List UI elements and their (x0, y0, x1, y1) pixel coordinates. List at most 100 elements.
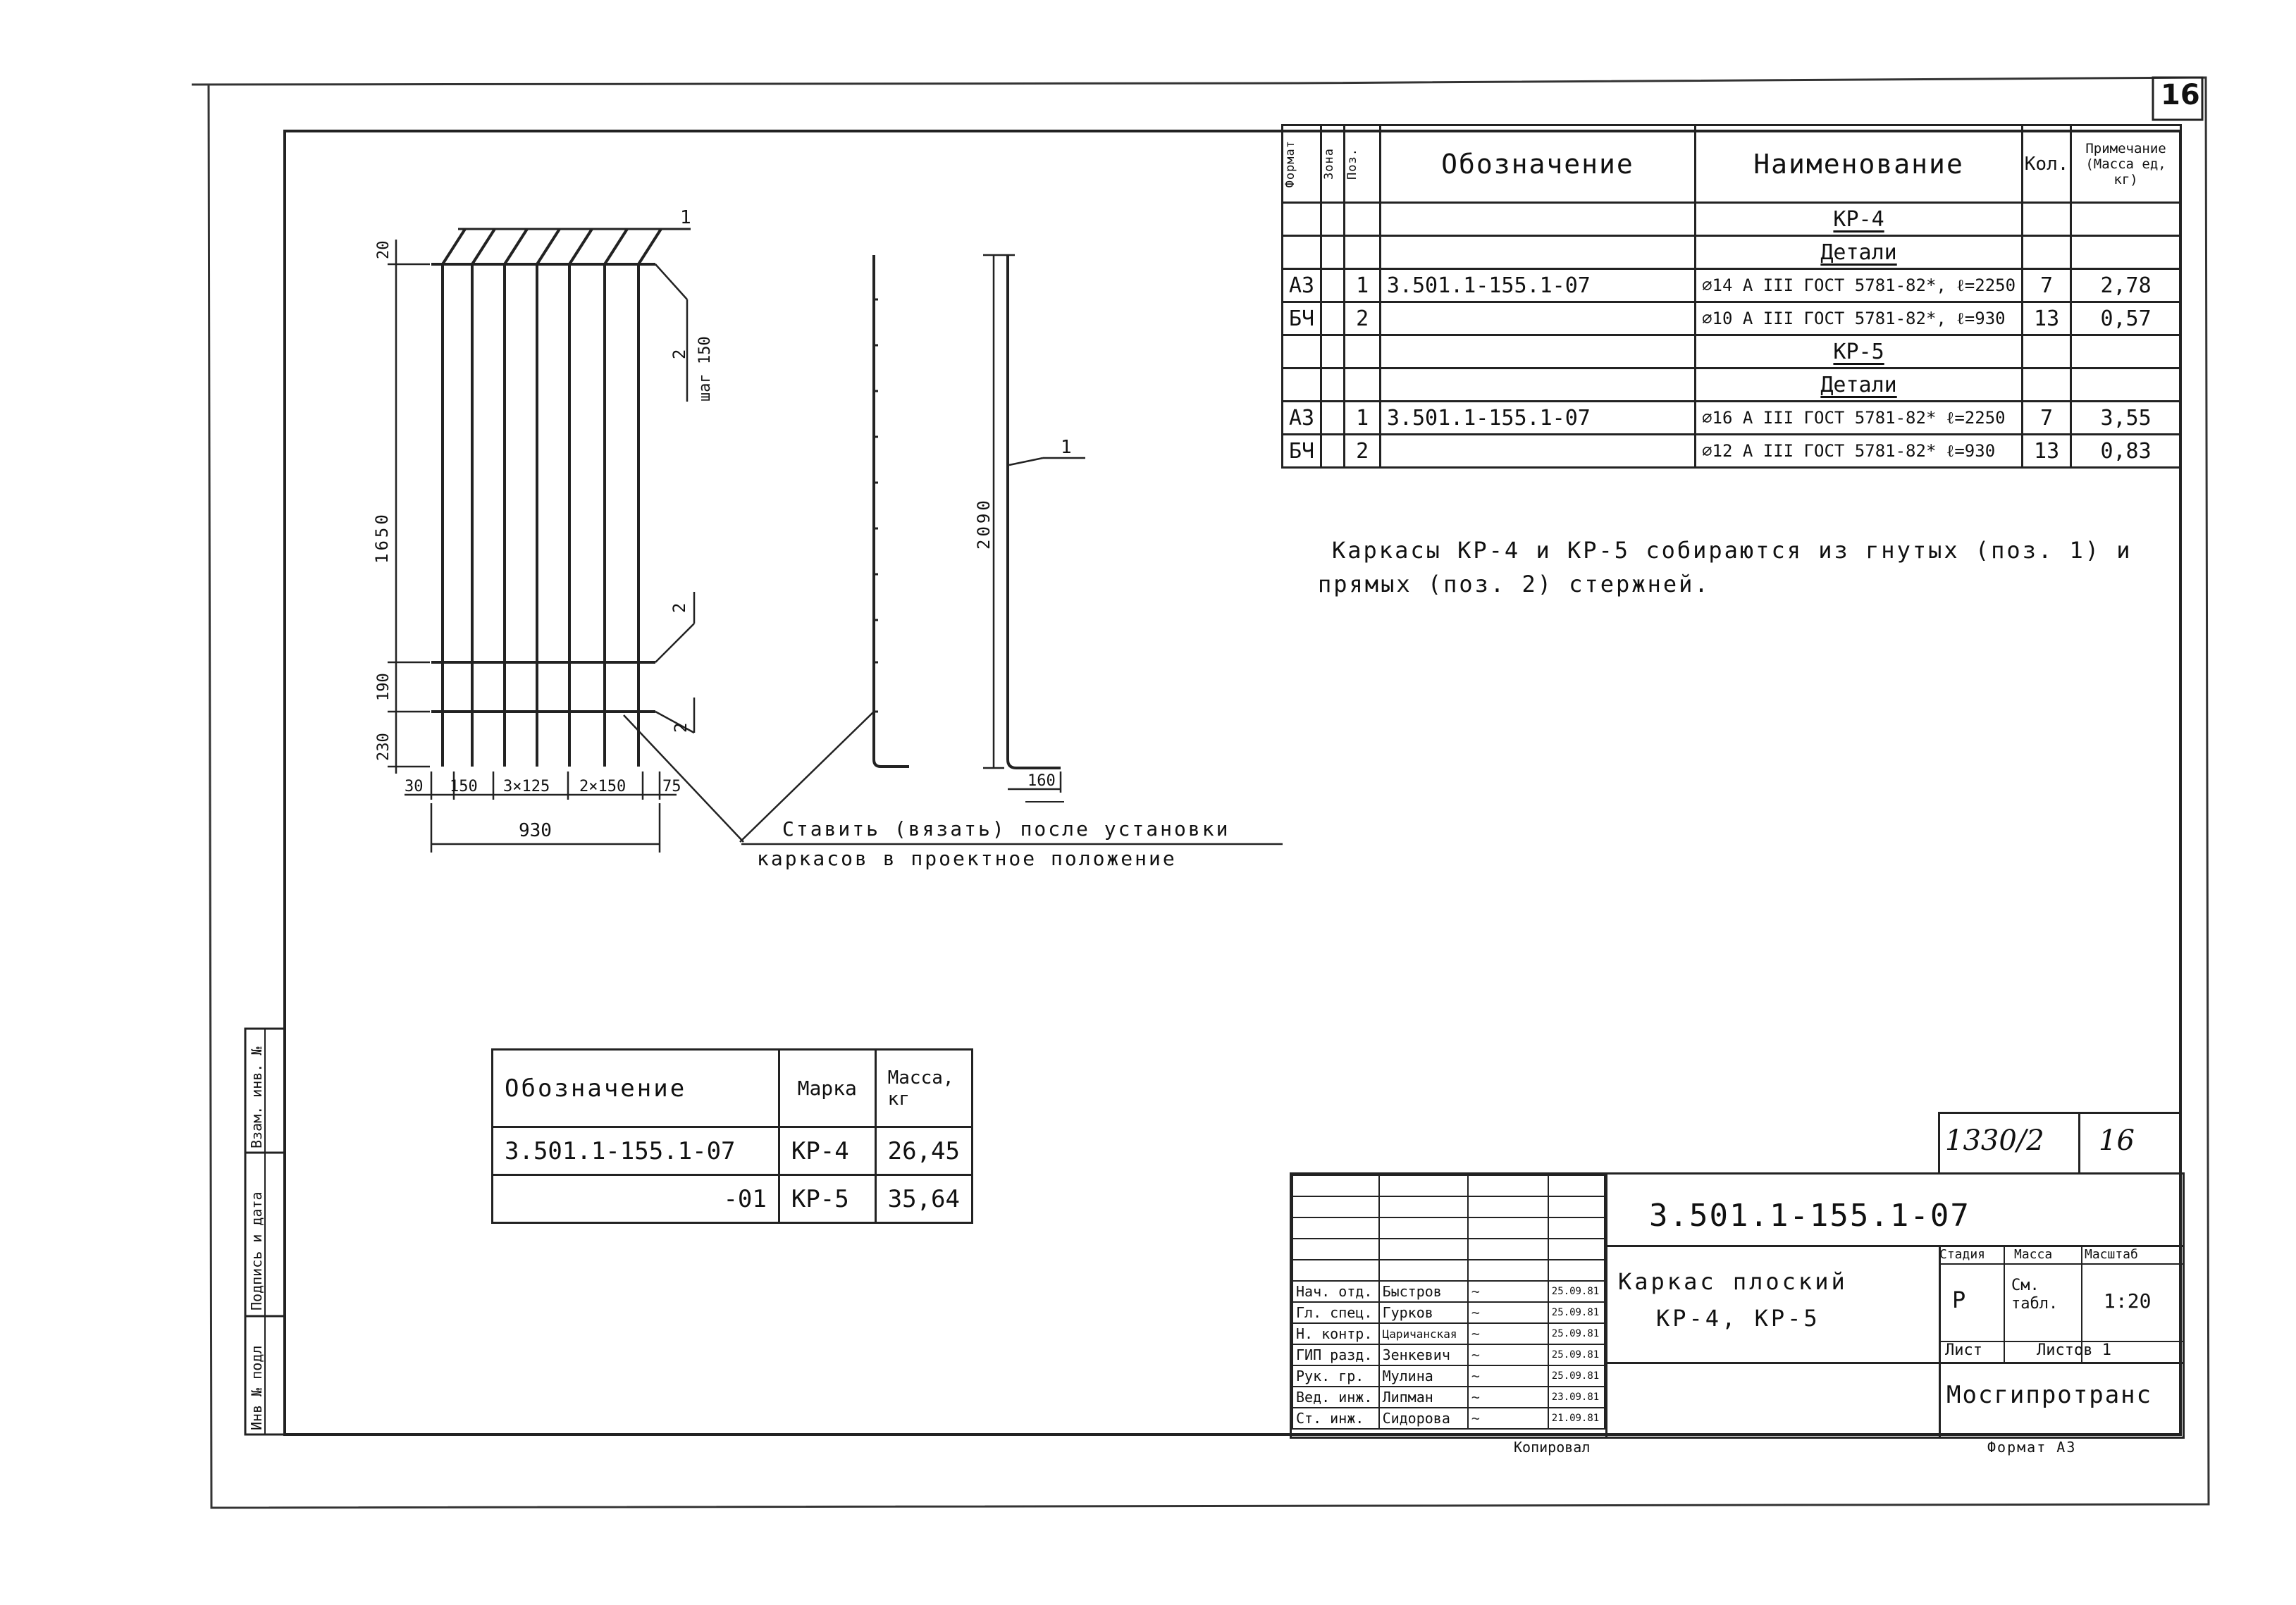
header-designation: Обозначение (1378, 124, 1697, 204)
role: Н. контр. (1292, 1322, 1380, 1345)
cell-note: 3,55 (2070, 400, 2182, 435)
cell-format: А3 (1280, 400, 1323, 435)
marks-header-mass: Масса, кг (874, 1048, 974, 1128)
role: Рук. гр. (1292, 1365, 1380, 1387)
callout-pos2-low: 2 (671, 722, 691, 733)
marks-header-designation: Обозначение (491, 1048, 780, 1128)
sheet-number: 16 (2161, 79, 2200, 111)
role: Нач. отд. (1292, 1280, 1380, 1303)
cell-mark: КР-4 (777, 1126, 877, 1176)
marks-table: Обозначение Марка Масса, кг 3.501.1-155.… (491, 1048, 974, 1224)
cell-name: ⌀10 А III ГОСТ 5781-82*, ℓ=930 (1694, 301, 2024, 336)
dim-3x125: 3×125 (503, 778, 550, 795)
header-zone: Зона (1322, 148, 1337, 180)
cell-name: ⌀14 А III ГОСТ 5781-82*, ℓ=2250 (1694, 268, 2024, 303)
mass-value: См. табл. (2011, 1277, 2059, 1313)
table-row: 3.501.1-155.1-07 КР-4 26,45 (491, 1126, 974, 1176)
dim-150: 150 (450, 778, 478, 795)
dim-20: 20 (375, 240, 393, 260)
cell-pos: 2 (1343, 433, 1381, 469)
cell-designation: 3.501.1-155.1-07 (1378, 400, 1697, 435)
cell-format: А3 (1280, 268, 1323, 303)
scale-header: Масштаб (2085, 1247, 2138, 1262)
signature-row: Нач. отд.Быстров~25.09.81 (1292, 1280, 1606, 1303)
table-row: -01 КР-5 35,64 (491, 1174, 974, 1224)
signature-row: ГИП разд.Зенкевич~25.09.81 (1292, 1344, 1606, 1366)
table-row: БЧ 2 ⌀10 А III ГОСТ 5781-82*, ℓ=930 13 0… (1280, 301, 2182, 336)
group-title: КР-4 (1833, 206, 1884, 232)
title-line-1: Каркас плоский (1618, 1268, 1848, 1295)
person-name: Мулина (1378, 1365, 1469, 1387)
cell-name: ⌀16 А III ГОСТ 5781-82* ℓ=2250 (1694, 400, 2024, 435)
header-format: Формат (1283, 140, 1297, 188)
dim-930: 930 (519, 820, 552, 841)
dim-30: 30 (405, 778, 424, 795)
title-line-2: КР-4, КР-5 (1656, 1305, 1820, 1332)
cell-designation: 3.501.1-155.1-07 (1378, 268, 1697, 303)
signature-row: Н. контр.Царичанская~25.09.81 (1292, 1322, 1606, 1345)
mass-header: Масса (2014, 1247, 2053, 1262)
cell-mass: 35,64 (874, 1174, 974, 1224)
person-name: Зенкевич (1378, 1344, 1469, 1366)
archive-box (1938, 1112, 2182, 1175)
table-row: БЧ 2 ⌀12 А III ГОСТ 5781-82* ℓ=930 13 0,… (1280, 433, 2182, 469)
install-note-1: Ставить (вязать) после установки (782, 817, 1230, 841)
cell-note: 2,78 (2070, 268, 2182, 303)
cell-format: БЧ (1280, 433, 1323, 469)
cell-note: 0,57 (2070, 301, 2182, 336)
callout-pos2-top: 2 (669, 349, 689, 359)
sign-date: 25.09.81 (1547, 1365, 1606, 1387)
dim-230: 230 (375, 733, 393, 761)
cell-format: БЧ (1280, 301, 1323, 336)
cell-designation (1378, 433, 1697, 469)
signature-row: Рук. гр.Мулина~25.09.81 (1292, 1365, 1606, 1387)
dim-190: 190 (375, 673, 393, 701)
cell-qty: 13 (2021, 301, 2073, 336)
dim-2090: 2090 (974, 497, 994, 550)
person-name: Царичанская (1378, 1322, 1469, 1345)
organization: Мосгипротранс (1946, 1381, 2153, 1409)
header-pos: Поз. (1345, 148, 1360, 180)
cell-name: ⌀12 А III ГОСТ 5781-82* ℓ=930 (1694, 433, 2024, 469)
dim-75: 75 (662, 778, 681, 795)
cell-mark: КР-5 (777, 1174, 877, 1224)
person-name: Сидорова (1378, 1407, 1469, 1430)
callout-step: шаг 150 (696, 336, 714, 402)
role: ГИП разд. (1292, 1344, 1380, 1366)
person-name: Гурков (1378, 1301, 1469, 1324)
callout-pos2-mid: 2 (669, 602, 689, 613)
group-title: КР-5 (1833, 339, 1884, 364)
note-line-2: прямых (поз. 2) стержней. (1318, 571, 1710, 597)
callout-pos1: 1 (680, 207, 691, 228)
stage-value: Р (1952, 1287, 1966, 1313)
scale-value: 1:20 (2104, 1289, 2152, 1313)
person-name: Липман (1378, 1386, 1469, 1408)
cell-pos: 1 (1343, 400, 1381, 435)
role: Гл. спец. (1292, 1301, 1380, 1324)
dim-2x150: 2×150 (579, 778, 627, 795)
cell-designation: -01 (491, 1174, 780, 1224)
strip-vzam: Взам. инв. № (248, 1046, 265, 1149)
cell-qty: 13 (2021, 433, 2073, 469)
dim-1650: 1650 (372, 512, 392, 564)
signature-row: Гл. спец.Гурков~25.09.81 (1292, 1301, 1606, 1324)
header-name: Наименование (1694, 124, 2024, 204)
title-block (1290, 1172, 2185, 1439)
sign-date: 25.09.81 (1547, 1301, 1606, 1324)
sign-date: 23.09.81 (1547, 1386, 1606, 1408)
cell-pos: 1 (1343, 268, 1381, 303)
sheets-label: Листов 1 (2037, 1341, 2111, 1359)
role: Вед. инж. (1292, 1386, 1380, 1408)
sign-date: 25.09.81 (1547, 1322, 1606, 1345)
sign-date: 25.09.81 (1547, 1280, 1606, 1303)
format-label: Формат А3 (1987, 1439, 2077, 1456)
table-row: А3 1 3.501.1-155.1-07 ⌀14 А III ГОСТ 578… (1280, 268, 2182, 303)
specification-table: Формат Зона Поз. Обозначение Наименовани… (1280, 124, 2182, 469)
cell-note: 0,83 (2070, 433, 2182, 469)
header-qty: Кол. (2021, 124, 2073, 204)
cell-qty: 7 (2021, 268, 2073, 303)
signatures-table: Нач. отд.Быстров~25.09.81 Гл. спец.Гурко… (1292, 1175, 1606, 1430)
document-code: 3.501.1-155.1-07 (1649, 1198, 1970, 1234)
group-subtitle: Детали (1820, 240, 1897, 265)
